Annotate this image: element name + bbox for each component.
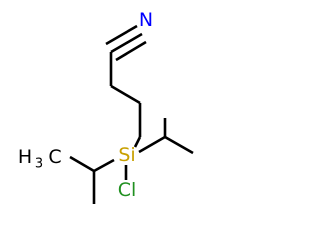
bond-si-right-ch [138,135,166,154]
bond-right-ch-right [164,135,194,155]
bond-si-left-ch [93,158,115,173]
nitrile-triple-bond [105,24,147,62]
methyl-c-label: C [48,146,61,168]
methyl-group-label: H 3 C [18,146,62,172]
chlorine-atom-label: Cl [118,179,137,201]
bond-c1-si [133,136,142,148]
methyl-subscript-label: 3 [35,157,43,172]
nitrogen-atom-label: N [139,9,153,31]
chemical-structure: N Si Cl H 3 C [18,9,194,204]
methyl-h-label: H [18,146,32,168]
bond-left-ch-methyl [69,155,95,173]
silicon-atom-label: Si [118,144,135,166]
bond-c3-c2 [110,84,141,105]
